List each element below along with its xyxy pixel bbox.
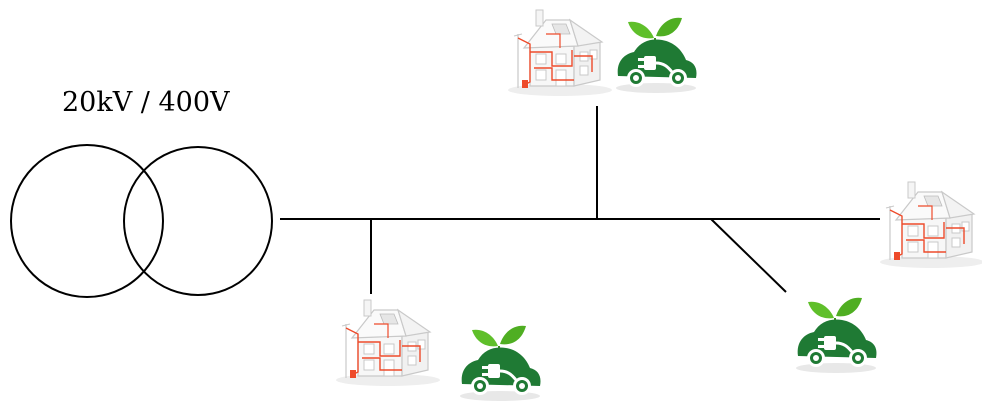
ev-icon-diagonal xyxy=(794,296,879,375)
transformer-primary-winding xyxy=(10,144,164,298)
branch-line-diagonal xyxy=(710,218,787,293)
transformer xyxy=(10,144,273,298)
transformer-secondary-winding xyxy=(123,146,273,296)
ev-icon-bottom-left xyxy=(458,324,543,403)
house-icon-top xyxy=(507,9,613,97)
house-icon-right xyxy=(879,181,982,269)
house-icon-bottom-left xyxy=(335,299,441,387)
transformer-label: 20kV / 400V xyxy=(62,87,230,118)
ev-icon-top xyxy=(614,16,699,95)
